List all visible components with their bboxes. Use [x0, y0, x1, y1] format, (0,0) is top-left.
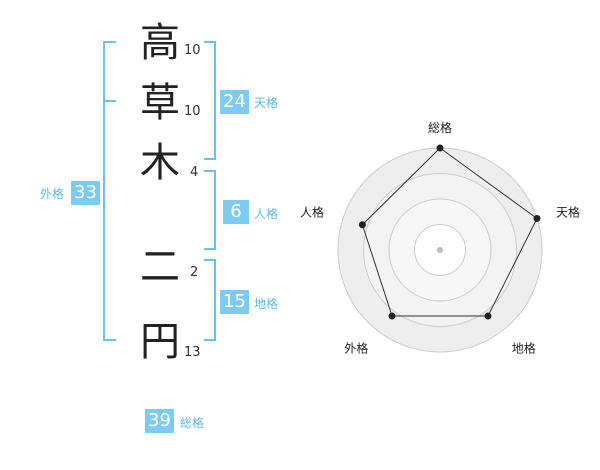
chikaku-value: 15: [220, 290, 249, 314]
radar-label-1: 総格: [428, 120, 452, 135]
jinkaku-value: 6: [223, 200, 249, 224]
chikaku-bracket: [204, 259, 216, 341]
stroke-count-2: 10: [184, 104, 201, 119]
jinkaku-bracket: [204, 170, 216, 250]
char-3: 木: [140, 140, 180, 186]
char-2: 草: [140, 80, 180, 126]
soukaku-value: 39: [145, 409, 174, 433]
radar-point-1: [436, 144, 444, 152]
radar-label-5: 人格: [300, 204, 324, 219]
gaikaku-value: 33: [71, 181, 100, 205]
tenkaku-bracket: [204, 41, 216, 160]
stroke-count-1: 10: [184, 43, 201, 58]
stroke-count-3: 4: [190, 165, 199, 180]
radar-point-3: [484, 312, 492, 320]
radar-points: [358, 144, 541, 320]
gaikaku-bracket: [103, 41, 116, 341]
char-5: 円: [140, 319, 180, 365]
jinkaku-label: 人格: [254, 207, 279, 221]
radar-center-dot: [437, 247, 443, 253]
chikaku-label: 地格: [254, 297, 279, 311]
gaikaku-label: 外格: [40, 187, 65, 201]
stroke-count-4: 2: [190, 265, 199, 280]
radar-point-5: [358, 221, 366, 229]
bracket-tick-upper: [103, 100, 116, 102]
char-1: 高: [140, 20, 180, 66]
soukaku-label: 総格: [180, 416, 205, 430]
tenkaku-label: 天格: [254, 96, 279, 110]
radar-label-4: 外格: [344, 341, 368, 356]
char-4: 二: [140, 244, 180, 290]
tenkaku-value: 24: [220, 90, 249, 114]
radar-polygon: [361, 147, 538, 317]
radar-point-2: [533, 214, 541, 222]
radar-label-2: 天格: [556, 204, 580, 219]
stroke-count-5: 13: [184, 345, 201, 360]
radar-label-3: 地格: [512, 341, 536, 356]
radar-point-4: [388, 312, 396, 320]
